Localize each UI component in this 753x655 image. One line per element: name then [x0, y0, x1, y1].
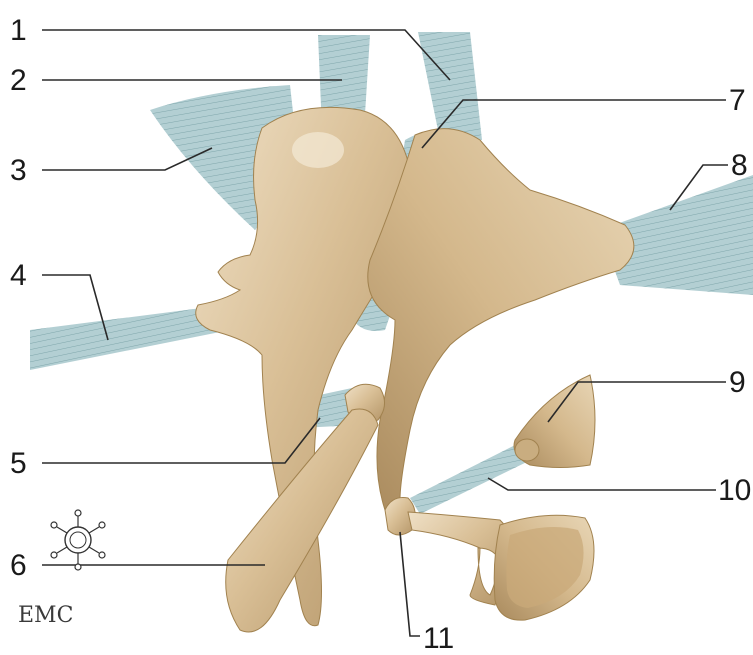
leader-10	[488, 478, 716, 490]
label-2: 2	[10, 64, 27, 97]
label-7: 7	[729, 84, 746, 117]
leader-1	[42, 30, 450, 80]
label-5: 5	[10, 447, 27, 480]
label-1: 1	[10, 14, 27, 47]
malleus-head-highlight	[292, 132, 344, 168]
watermark-text: EMC	[18, 603, 73, 628]
label-9: 9	[729, 366, 746, 399]
emblem-icon	[51, 510, 105, 570]
label-6: 6	[10, 549, 27, 582]
label-10: 10	[718, 474, 751, 507]
superior-incudal-ligament	[418, 32, 482, 140]
label-8: 8	[731, 149, 748, 182]
pyramidal-apex	[515, 439, 539, 461]
label-11: 11	[423, 622, 454, 655]
label-4: 4	[10, 259, 27, 292]
leader-11	[400, 532, 420, 636]
label-3: 3	[10, 154, 27, 187]
